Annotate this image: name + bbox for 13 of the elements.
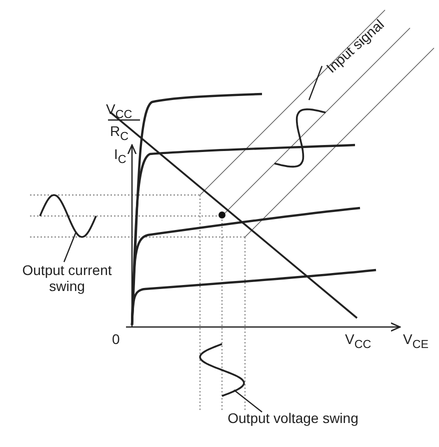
- sine-wave: [39, 194, 97, 238]
- annotation-text: Output voltage swing: [218, 410, 368, 426]
- leader-line: [308, 66, 323, 100]
- leader-line: [63, 232, 77, 262]
- sine-wave: [199, 343, 245, 397]
- axis-value: V$_{CC}$: [345, 331, 372, 353]
- sine-wave: [274, 108, 326, 168]
- axis-value: 0: [112, 331, 120, 347]
- axis-label: I$_{C}$: [114, 146, 126, 168]
- axis-label: V$_{CE}$: [403, 331, 429, 353]
- annotation-text: Output current swing: [12, 262, 122, 294]
- axis-value: R$_{C}$: [110, 123, 129, 145]
- leader-line: [234, 390, 262, 412]
